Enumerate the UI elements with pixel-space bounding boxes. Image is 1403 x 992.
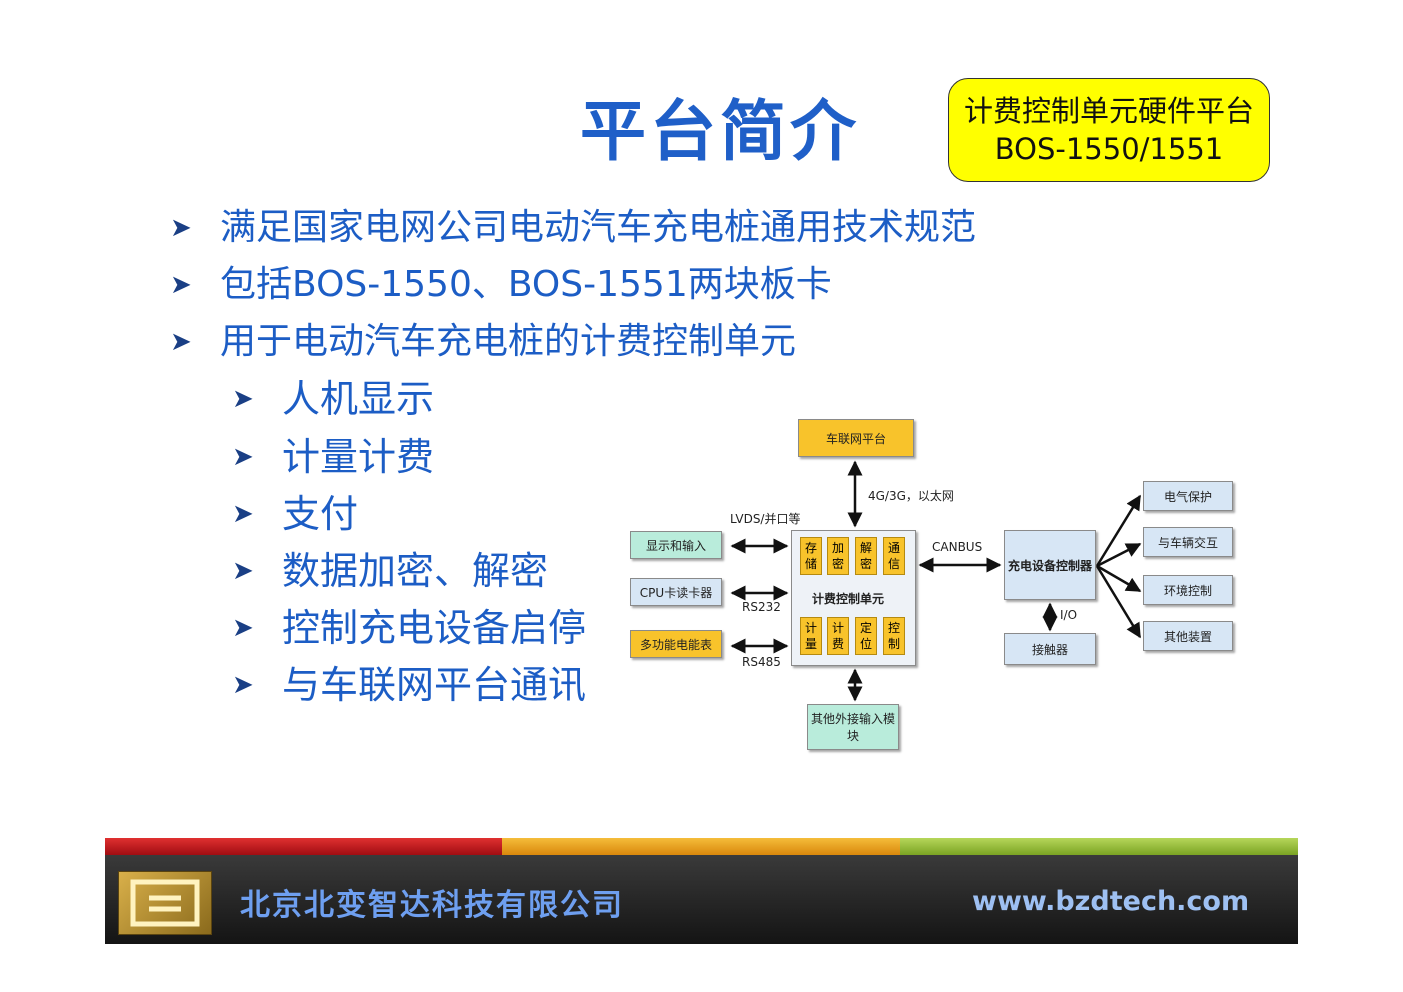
billing-control-unit (791, 530, 916, 666)
encrypt-cell: 加密 (827, 537, 849, 575)
bullet-text: 包括BOS-1550、BOS-1551两块板卡 (220, 264, 832, 305)
positioning-cell: 定位 (855, 617, 877, 655)
arrow-icon: ➤ (232, 384, 254, 414)
arrow-icon: ➤ (170, 270, 192, 300)
bullet-text: 用于电动汽车充电桩的计费控制单元 (220, 321, 797, 362)
sub-bullet-text: 人机显示 (282, 377, 435, 421)
sub-bullet-text: 支付 (282, 492, 359, 536)
external-input-box: 其他外接输入模块 (807, 704, 899, 750)
logo-mark (130, 879, 200, 927)
badge-line-2: BOS-1550/1551 (994, 132, 1224, 166)
io-label: I/O (1060, 608, 1078, 622)
billing-cell: 计费 (827, 617, 849, 655)
company-logo (118, 871, 212, 935)
rs232-label: RS232 (742, 600, 781, 614)
sub-bullet-text: 计量计费 (282, 435, 435, 479)
sub-bullet-item: ➤ 计量计费 (232, 433, 434, 481)
platform-badge: 计费控制单元硬件平台 BOS-1550/1551 (948, 78, 1270, 182)
bullet-item: ➤ 满足国家电网公司电动汽车充电桩通用技术规范 (170, 204, 976, 252)
page-title: 平台简介 (580, 92, 860, 170)
comm-cell: 通信 (883, 537, 905, 575)
network-label: 4G/3G，以太网 (868, 489, 954, 503)
badge-line-1: 计费控制单元硬件平台 (963, 94, 1254, 128)
bullet-item: ➤ 用于电动汽车充电桩的计费控制单元 (170, 318, 796, 366)
electrical-protection-box: 电气保护 (1143, 481, 1233, 511)
charger-controller-box: 充电设备控制器 (1004, 530, 1096, 600)
control-cell: 控制 (883, 617, 905, 655)
sub-bullet-text: 与车联网平台通讯 (282, 663, 587, 707)
arrow-icon: ➤ (170, 213, 192, 243)
contactor-box: 接触器 (1004, 633, 1096, 665)
bullet-item: ➤ 包括BOS-1550、BOS-1551两块板卡 (170, 261, 832, 309)
vehicle-interaction-box: 与车辆交互 (1143, 527, 1233, 557)
arrow-icon: ➤ (170, 327, 192, 357)
display-input-box: 显示和输入 (630, 531, 722, 559)
company-website: www.bzdtech.com (972, 886, 1250, 917)
environment-control-box: 环境控制 (1143, 575, 1233, 605)
other-devices-box: 其他装置 (1143, 621, 1233, 651)
sub-bullet-item: ➤ 人机显示 (232, 375, 434, 423)
metering-cell: 计量 (800, 617, 822, 655)
sub-bullet-item: ➤ 数据加密、解密 (232, 547, 548, 595)
arrow-icon: ➤ (232, 670, 254, 700)
arrow-icon: ➤ (232, 556, 254, 586)
canbus-label: CANBUS (932, 540, 983, 554)
decrypt-cell: 解密 (855, 537, 877, 575)
footer-stripe-green (900, 838, 1298, 855)
sub-bullet-text: 数据加密、解密 (282, 549, 549, 593)
card-reader-box: CPU卡读卡器 (630, 578, 722, 606)
sub-bullet-item: ➤ 控制充电设备启停 (232, 604, 586, 652)
storage-cell: 存储 (800, 537, 822, 575)
bullet-text: 满足国家电网公司电动汽车充电桩通用技术规范 (220, 207, 977, 248)
billing-unit-title: 计费控制单元 (812, 592, 885, 606)
energy-meter-box: 多功能电能表 (630, 630, 722, 658)
rs485-label: RS485 (742, 655, 781, 669)
company-name: 北京北变智达科技有限公司 (240, 888, 624, 923)
sub-bullet-item: ➤ 与车联网平台通讯 (232, 661, 586, 709)
arrow-icon: ➤ (232, 613, 254, 643)
sub-bullet-item: ➤ 支付 (232, 490, 358, 538)
footer-stripe-red (105, 838, 502, 855)
lvds-label: LVDS/并口等 (730, 512, 801, 526)
arrow-icon: ➤ (232, 442, 254, 472)
sub-bullet-text: 控制充电设备启停 (282, 606, 587, 650)
arrow-icon: ➤ (232, 499, 254, 529)
footer-bar (105, 855, 1298, 944)
telematics-platform-box: 车联网平台 (798, 419, 914, 457)
footer-stripe-orange (502, 838, 900, 855)
